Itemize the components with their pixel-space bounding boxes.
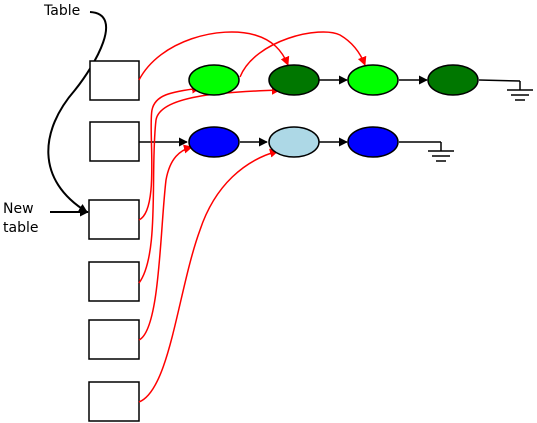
new-table-bucket-4 bbox=[88, 381, 140, 422]
rehash-arrow-new3-to-node5 bbox=[138, 144, 193, 341]
rehash-arrow-new1-to-node1 bbox=[138, 84, 201, 221]
table-pointer-arrow bbox=[47, 11, 108, 213]
chain2-node-1 bbox=[188, 126, 240, 158]
chain1-ground-icon bbox=[507, 81, 533, 101]
chain2-node-2 bbox=[268, 126, 320, 158]
chain1-node-3 bbox=[347, 64, 399, 96]
chain1-node-1 bbox=[188, 64, 240, 96]
rehash-arrow-new4-to-node6 bbox=[138, 148, 279, 403]
chain1-tail bbox=[478, 79, 521, 82]
chain1-node-2 bbox=[268, 64, 320, 96]
new-table-bucket-2 bbox=[88, 261, 140, 302]
chain2-node-3 bbox=[347, 126, 399, 158]
old-table-bucket-1 bbox=[89, 60, 140, 101]
rehash-arrow-node1-to-node3 bbox=[239, 31, 367, 78]
chain1-node-4 bbox=[427, 64, 479, 96]
new-table-bucket-3 bbox=[88, 319, 140, 360]
table-label: Table bbox=[43, 3, 80, 19]
new-table-bucket-1 bbox=[88, 199, 140, 240]
new-table-label-line2: table bbox=[3, 220, 38, 236]
old-table-bucket-2 bbox=[89, 121, 140, 162]
rehash-arrow-old1-to-node3 bbox=[138, 31, 290, 81]
new-table-label-line1: New bbox=[3, 201, 34, 217]
chain2-ground-icon bbox=[428, 142, 454, 162]
